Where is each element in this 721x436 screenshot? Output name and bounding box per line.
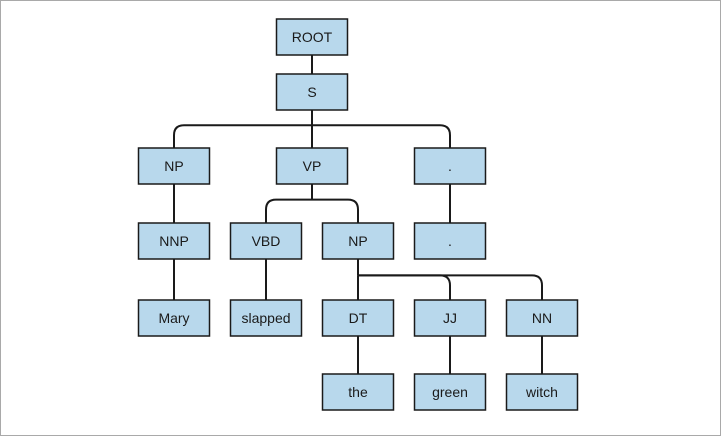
node-mary: Mary bbox=[137, 299, 211, 337]
node-np1: NP bbox=[137, 147, 211, 185]
node-jj: JJ bbox=[413, 299, 487, 337]
node-box-nn bbox=[505, 299, 579, 337]
tree-edges bbox=[173, 55, 543, 374]
edge-s-np1 bbox=[173, 124, 312, 148]
node-box-dot2 bbox=[413, 222, 487, 260]
node-slapped: slapped bbox=[229, 299, 303, 337]
node-nnp: NNP bbox=[137, 222, 211, 260]
node-label-dt: DT bbox=[349, 310, 368, 326]
node-nn: NN bbox=[505, 299, 579, 337]
node-the: the bbox=[321, 373, 395, 411]
edge-np2-nn bbox=[358, 274, 543, 300]
node-box-jj bbox=[413, 299, 487, 337]
node-label-s: S bbox=[307, 84, 316, 100]
node-vp: VP bbox=[275, 147, 349, 185]
node-label-vbd: VBD bbox=[252, 233, 281, 249]
node-label-vp: VP bbox=[303, 158, 322, 174]
node-box-vp bbox=[275, 147, 349, 185]
node-box-dot1 bbox=[413, 147, 487, 185]
node-box-vbd bbox=[229, 222, 303, 260]
node-label-nn: NN bbox=[532, 310, 552, 326]
node-label-the: the bbox=[348, 384, 368, 400]
node-box-dt bbox=[321, 299, 395, 337]
edge-s-dot1 bbox=[312, 124, 451, 148]
edge-vp-np2 bbox=[312, 198, 359, 223]
node-box-root bbox=[275, 18, 349, 56]
node-label-dot1: . bbox=[448, 158, 452, 174]
node-green: green bbox=[413, 373, 487, 411]
node-witch: witch bbox=[505, 373, 579, 411]
node-label-np2: NP bbox=[348, 233, 367, 249]
node-dt: DT bbox=[321, 299, 395, 337]
node-box-green bbox=[413, 373, 487, 411]
edge-vp-vbd bbox=[265, 198, 312, 223]
node-s: S bbox=[275, 73, 349, 111]
tree-nodes: ROOT S NP VP. NNP VBD NP. Mary slapped DT JJ NN the g… bbox=[137, 18, 579, 411]
node-dot1: . bbox=[413, 147, 487, 185]
node-box-mary bbox=[137, 299, 211, 337]
node-label-jj: JJ bbox=[443, 310, 457, 326]
node-label-np1: NP bbox=[164, 158, 183, 174]
node-dot2: . bbox=[413, 222, 487, 260]
node-label-nnp: NNP bbox=[159, 233, 189, 249]
node-box-the bbox=[321, 373, 395, 411]
node-box-np2 bbox=[321, 222, 395, 260]
edge-np2-jj bbox=[358, 274, 451, 300]
node-box-np1 bbox=[137, 147, 211, 185]
node-label-dot2: . bbox=[448, 233, 452, 249]
node-label-slapped: slapped bbox=[241, 310, 290, 326]
node-box-nnp bbox=[137, 222, 211, 260]
node-root: ROOT bbox=[275, 18, 349, 56]
node-label-root: ROOT bbox=[292, 29, 333, 45]
node-label-mary: Mary bbox=[158, 310, 189, 326]
node-label-witch: witch bbox=[525, 384, 558, 400]
node-box-witch bbox=[505, 373, 579, 411]
node-label-green: green bbox=[432, 384, 468, 400]
node-box-slapped bbox=[229, 299, 303, 337]
node-vbd: VBD bbox=[229, 222, 303, 260]
node-np2: NP bbox=[321, 222, 395, 260]
node-box-s bbox=[275, 73, 349, 111]
